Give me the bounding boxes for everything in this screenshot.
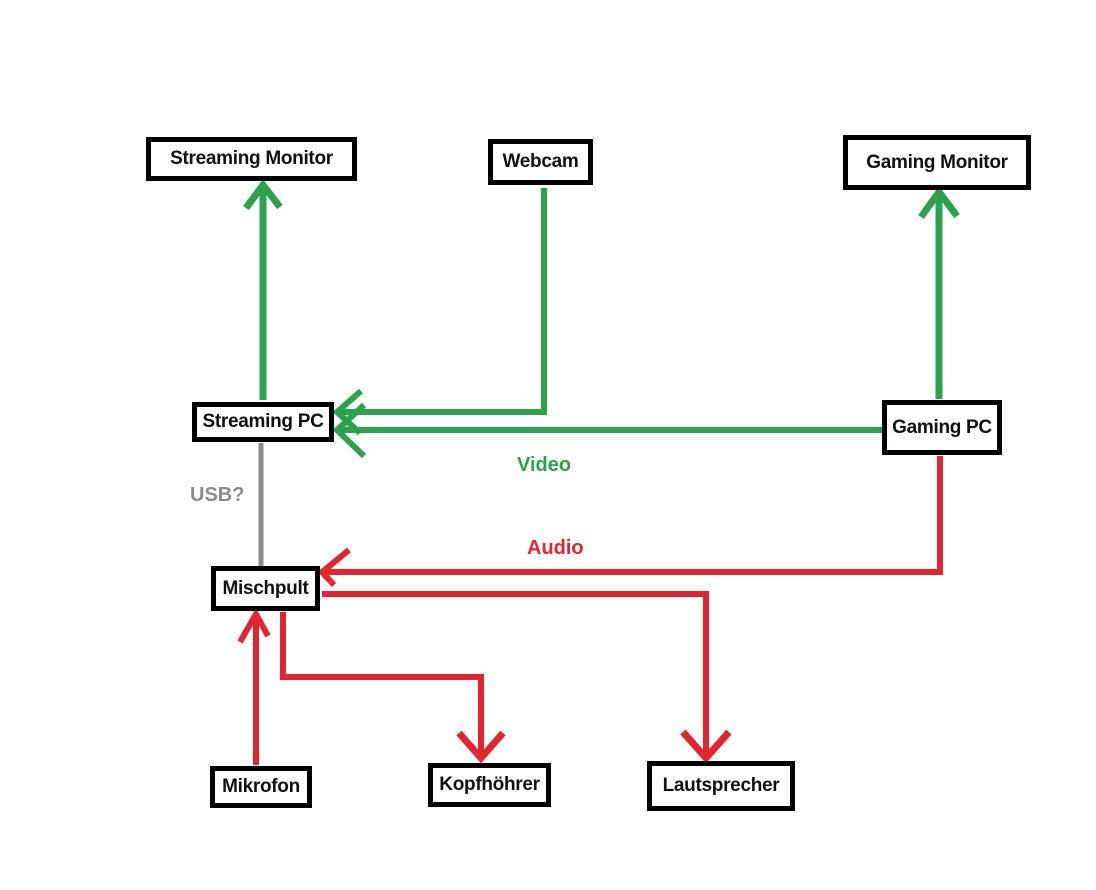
edge-gaming-pc-to-mischpult bbox=[317, 456, 943, 588]
node-label: Streaming PC bbox=[202, 411, 324, 432]
arrowhead-up-icon bbox=[918, 186, 960, 220]
edge-line bbox=[280, 612, 484, 756]
node-kopfhoehrer: Kopfhöhrer bbox=[428, 763, 551, 807]
edge-streaming-pc-to-streaming-monitor bbox=[243, 179, 283, 400]
node-webcam: Webcam bbox=[488, 139, 593, 185]
arrowhead-up-icon bbox=[243, 179, 283, 211]
arrowhead-down-icon bbox=[680, 729, 732, 764]
node-lautsprecher: Lautsprecher bbox=[647, 761, 795, 811]
node-streaming-pc: Streaming PC bbox=[192, 402, 334, 442]
usb-label: USB? bbox=[190, 484, 244, 506]
video-label: Video bbox=[517, 454, 571, 476]
node-gaming-monitor: Gaming Monitor bbox=[843, 135, 1031, 190]
node-mikrofon: Mikrofon bbox=[210, 766, 312, 808]
arrowhead-up-icon bbox=[237, 607, 271, 644]
edge-mikrofon-to-mischpult bbox=[237, 607, 271, 765]
node-streaming-monitor: Streaming Monitor bbox=[146, 137, 357, 181]
arrowhead-left-icon bbox=[332, 388, 363, 436]
node-label: Streaming Monitor bbox=[170, 148, 333, 169]
edge-gaming-pc-to-streaming-pc bbox=[332, 402, 882, 459]
edge-line bbox=[322, 591, 709, 756]
node-label: Lautsprecher bbox=[662, 775, 780, 796]
edge-line bbox=[325, 456, 943, 575]
edge-mischpult-to-lautsprecher bbox=[322, 591, 732, 764]
edge-gaming-pc-to-gaming-monitor bbox=[918, 186, 960, 399]
arrowhead-left-icon bbox=[332, 402, 367, 459]
edge-webcam-to-streaming-pc bbox=[332, 188, 547, 436]
node-label: Webcam bbox=[502, 151, 579, 172]
edge-line bbox=[339, 188, 547, 415]
node-mischpult: Mischpult bbox=[211, 566, 320, 611]
node-label: Mischpult bbox=[222, 577, 309, 599]
edge-mischpult-to-kopfhoehrer bbox=[280, 612, 506, 764]
node-label: Gaming Monitor bbox=[866, 151, 1008, 173]
node-gaming-pc: Gaming PC bbox=[882, 400, 1002, 455]
node-label: Mikrofon bbox=[222, 776, 300, 797]
node-label: Gaming PC bbox=[892, 416, 992, 438]
arrowhead-down-icon bbox=[456, 730, 506, 764]
audio-label: Audio bbox=[527, 537, 584, 559]
node-label: Kopfhöhrer bbox=[439, 774, 540, 795]
arrowhead-left-icon bbox=[317, 547, 351, 588]
